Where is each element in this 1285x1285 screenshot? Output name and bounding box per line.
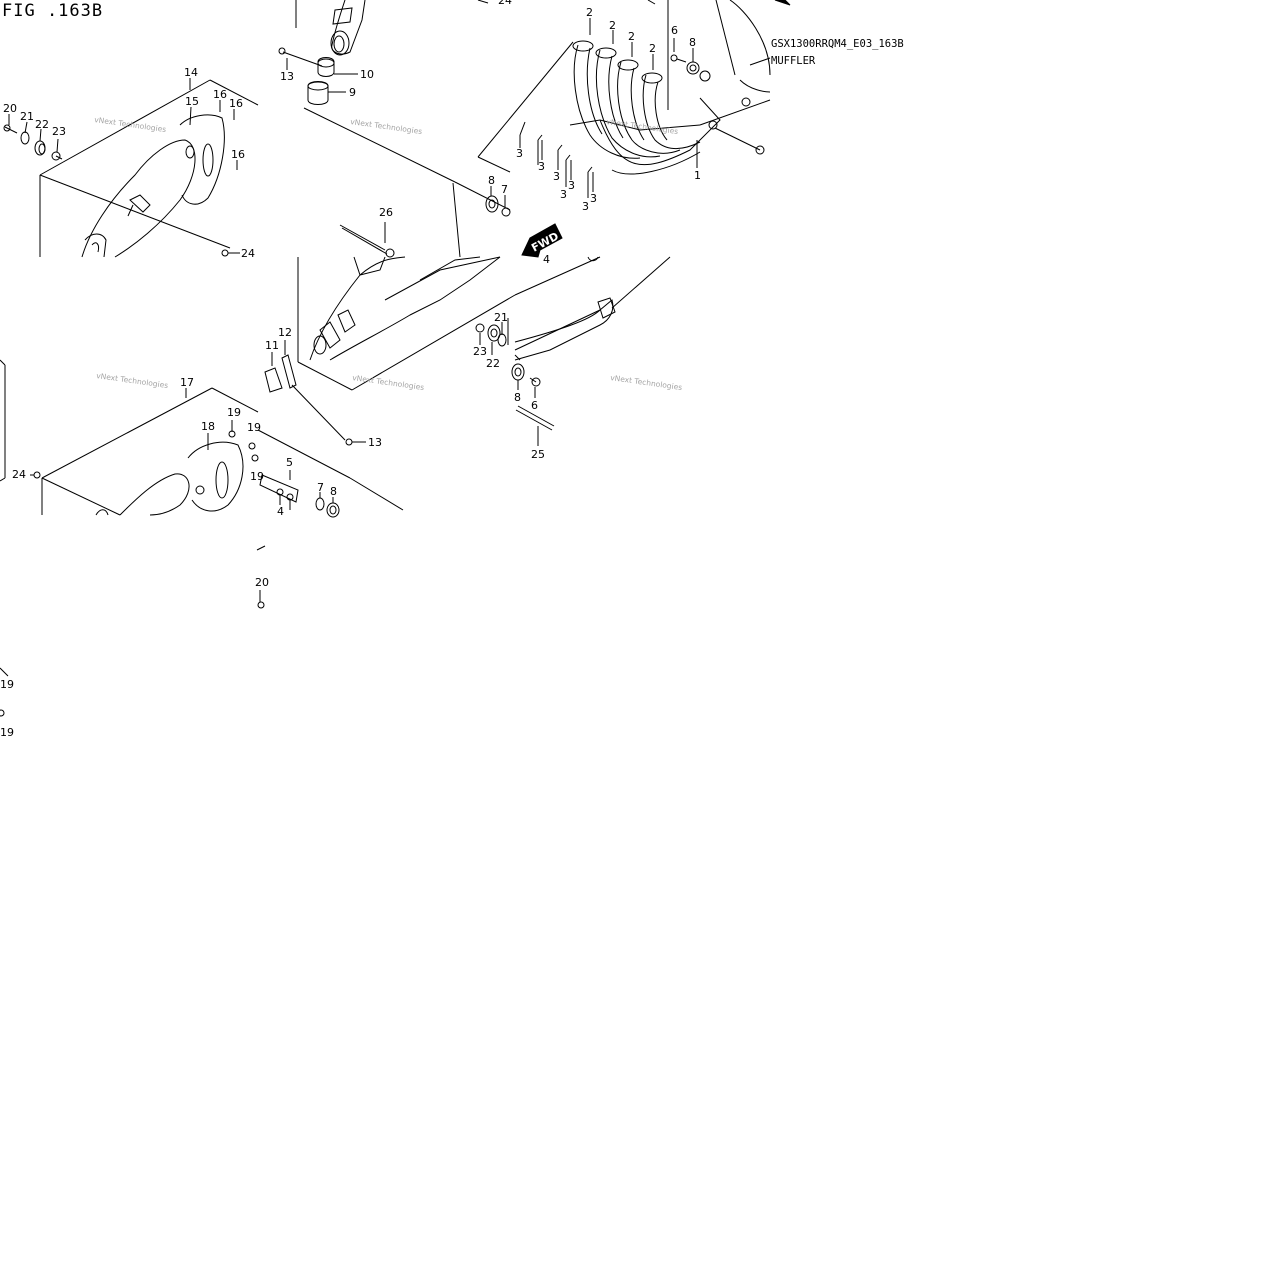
- part-callout-11: 11: [265, 339, 279, 352]
- part-callout-18: 18: [201, 420, 215, 433]
- watermark-2: vNext Technologies: [350, 117, 423, 136]
- part-callout-2: 2: [649, 42, 656, 55]
- figure-title: FIG .163B: [2, 1, 104, 21]
- figure-name: MUFFLER: [771, 55, 816, 67]
- part-callout-16: 16: [229, 97, 243, 110]
- part-callout-6: 6: [531, 399, 538, 412]
- part-callout-12: 12: [278, 326, 292, 339]
- part-callout-5: 5: [286, 456, 293, 469]
- part-callout-3: 3: [516, 147, 523, 160]
- part-callout-25: 25: [531, 448, 545, 461]
- figure-code: GSX1300RRQM4_E03_163B: [771, 38, 904, 50]
- part-callout-23: 23: [473, 345, 487, 358]
- part-callout-3: 3: [582, 200, 589, 213]
- part-callout-3: 3: [568, 179, 575, 192]
- part-callout-3: 3: [538, 160, 545, 173]
- callout-numbers: 1222233333334456677888891011121313141516…: [0, 0, 701, 739]
- part-callout-19: 19: [247, 421, 261, 434]
- part-callout-19: 19: [0, 678, 14, 691]
- muffler-right-lower: [475, 256, 671, 446]
- part-callout-19: 19: [0, 726, 14, 739]
- watermarks: vNext Technologies vNext Technologies vN…: [94, 115, 683, 392]
- part-callout-3: 3: [553, 170, 560, 183]
- muffler-left-lower: [0, 359, 259, 516]
- bolts-3: [519, 121, 594, 198]
- part-callout-8: 8: [514, 391, 521, 404]
- part-callout-4: 4: [277, 505, 284, 518]
- part-callout-15: 15: [185, 95, 199, 108]
- part-callout-2: 2: [586, 6, 593, 19]
- watermark-6: vNext Technologies: [610, 373, 683, 392]
- part-callout-19: 19: [227, 406, 241, 419]
- part-callout-8: 8: [488, 174, 495, 187]
- part-callout-3: 3: [560, 188, 567, 201]
- part-callout-8: 8: [330, 485, 337, 498]
- part-callout-14: 14: [184, 66, 198, 79]
- figure-info: GSX1300RRQM4_E03_163B MUFFLER: [771, 36, 904, 70]
- part-callout-22: 22: [486, 357, 500, 370]
- part-callout-20: 20: [3, 102, 17, 115]
- part-callout-24: 24: [498, 0, 512, 7]
- part-callout-16: 16: [213, 88, 227, 101]
- part-callout-9: 9: [349, 86, 356, 99]
- muffler-left-upper: [39, 79, 259, 258]
- part-callout-13: 13: [280, 70, 294, 83]
- part-callout-8: 8: [689, 36, 696, 49]
- washers-center: [485, 186, 511, 217]
- part-callout-19: 19: [250, 470, 264, 483]
- watermark-1: vNext Technologies: [94, 115, 167, 134]
- fwd-arrow: [521, 223, 563, 258]
- part-callout-6: 6: [671, 24, 678, 37]
- watermark-3: vNext Technologies: [606, 117, 679, 136]
- part-callout-22: 22: [35, 118, 49, 131]
- part-callout-4: 4: [543, 253, 550, 266]
- part-callout-17: 17: [180, 376, 194, 389]
- part-callout-2: 2: [609, 19, 616, 32]
- part-callout-2: 2: [628, 30, 635, 43]
- bracket-assembly: [0, 340, 404, 717]
- part-callout-21: 21: [494, 311, 508, 324]
- part-callout-13: 13: [368, 436, 382, 449]
- part-callout-24: 24: [241, 247, 255, 260]
- part-callout-10: 10: [360, 68, 374, 81]
- watermark-4: vNext Technologies: [96, 371, 169, 390]
- part-callout-26: 26: [379, 206, 393, 219]
- part-callout-3: 3: [590, 192, 597, 205]
- muffler-center-middle: [297, 222, 601, 391]
- fasteners-upper-left: [3, 78, 240, 257]
- part-callout-21: 21: [20, 110, 34, 123]
- part-callout-23: 23: [52, 125, 66, 138]
- muffler-center-upper: [278, 0, 511, 258]
- part-callout-24: 24: [12, 468, 26, 481]
- watermark-5: vNext Technologies: [352, 373, 425, 392]
- part-callout-7: 7: [317, 481, 324, 494]
- part-callout-1: 1: [694, 169, 701, 182]
- part-callout-7: 7: [501, 183, 508, 196]
- part-callout-20: 20: [255, 576, 269, 589]
- part-callout-16: 16: [231, 148, 245, 161]
- exhaust-header-assembly: [477, 0, 791, 175]
